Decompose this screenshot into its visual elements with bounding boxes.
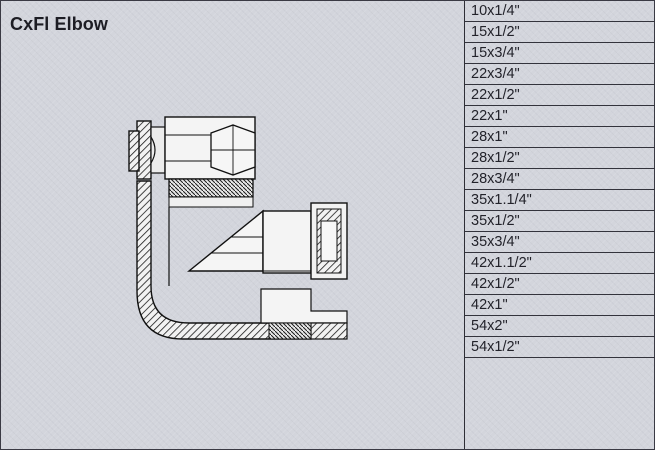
product-title: CxFl Elbow: [10, 14, 109, 34]
size-row: 35x1/2": [465, 211, 655, 232]
size-list: 10x1/4" 15x1/2" 15x3/4" 22x3/4" 22x1/2" …: [465, 1, 655, 449]
size-row: 42x1": [465, 295, 655, 316]
size-row: 22x3/4": [465, 64, 655, 85]
size-row: 28x1/2": [465, 148, 655, 169]
elbow-fitting-drawing-icon: [128, 116, 348, 340]
size-row: 10x1/4": [465, 1, 655, 22]
size-row: 28x1": [465, 127, 655, 148]
size-row: 42x1/2": [465, 274, 655, 295]
size-row: 22x1": [465, 106, 655, 127]
size-row: 35x1.1/4": [465, 190, 655, 211]
empty-size-row: [465, 358, 655, 379]
size-row: 28x3/4": [465, 169, 655, 190]
size-row: 22x1/2": [465, 85, 655, 106]
size-row: 35x3/4": [465, 232, 655, 253]
size-row: 15x1/2": [465, 22, 655, 43]
size-row: 54x2": [465, 316, 655, 337]
size-row: 15x3/4": [465, 43, 655, 64]
product-illustration-panel: CxFl Elbow: [1, 1, 465, 449]
size-row: 54x1/2": [465, 337, 655, 358]
size-row: 42x1.1/2": [465, 253, 655, 274]
